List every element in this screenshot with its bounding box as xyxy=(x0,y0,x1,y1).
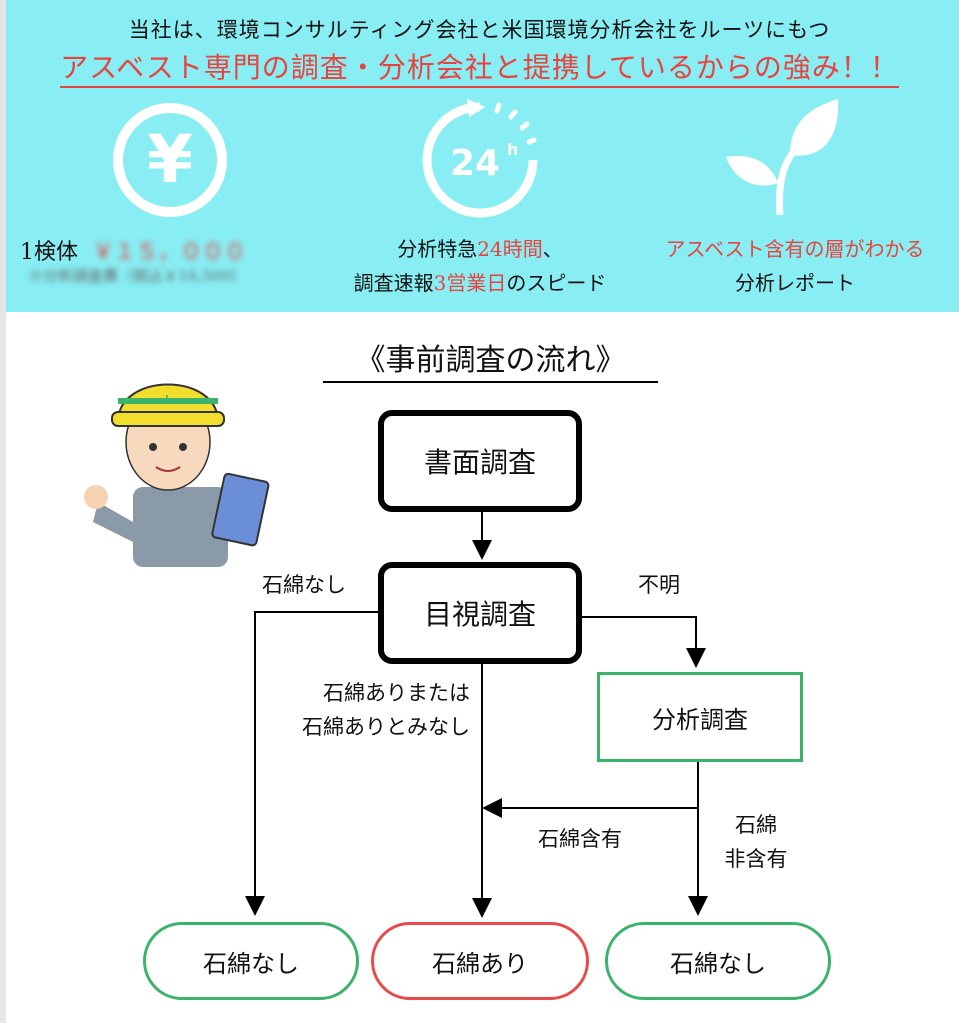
price-note: ※分析調査費（税込￥16,500） xyxy=(28,267,246,285)
label-unknown: 不明 xyxy=(638,573,680,597)
worker-illustration: + xyxy=(84,383,270,567)
speed-text: 分析特急24時間、 調査速報3営業日のスピード xyxy=(353,237,607,295)
step-analysis-survey: 分析調査 xyxy=(597,672,803,762)
label-asbestos-present: 石綿ありまたは石綿ありとみなし xyxy=(302,681,470,739)
leaf-icon xyxy=(726,99,839,216)
header-line1: 当社は、環境コンサルティング会社と米国環境分析会社をルーツにもつ xyxy=(128,18,831,42)
label-no-asbestos: 石綿なし xyxy=(262,573,346,597)
svg-text:¥: ¥ xyxy=(147,121,193,198)
clock-24h-icon: 24 h xyxy=(422,99,538,218)
page-edge xyxy=(0,0,6,1023)
flow-title: 《事前調査の流れ》 xyxy=(323,335,658,383)
step-visual-survey: 目視調査 xyxy=(378,562,582,664)
feature-band xyxy=(6,0,959,312)
result-no-asbestos-left: 石綿なし xyxy=(143,922,359,1000)
yen-icon: ¥ xyxy=(113,103,227,217)
result-no-asbestos-right: 石綿なし xyxy=(605,922,831,1000)
report-text: アスベスト含有の層がわかる 分析レポート xyxy=(665,237,925,295)
label-not-contained: 石綿非含有 xyxy=(724,813,788,871)
svg-text:24: 24 xyxy=(450,143,500,184)
svg-text:+: + xyxy=(161,392,173,408)
price-value: ￥１５，０００ xyxy=(92,240,247,265)
price-line: 1検体 ￥１５，０００ xyxy=(20,240,247,265)
result-asbestos-present: 石綿あり xyxy=(371,922,589,1000)
label-contains: 石綿含有 xyxy=(538,827,622,851)
header-line2: アスベスト専門の調査・分析会社と提携しているからの強み！！ xyxy=(0,46,959,88)
step-document-survey: 書面調査 xyxy=(378,410,582,512)
svg-text:h: h xyxy=(507,140,518,159)
